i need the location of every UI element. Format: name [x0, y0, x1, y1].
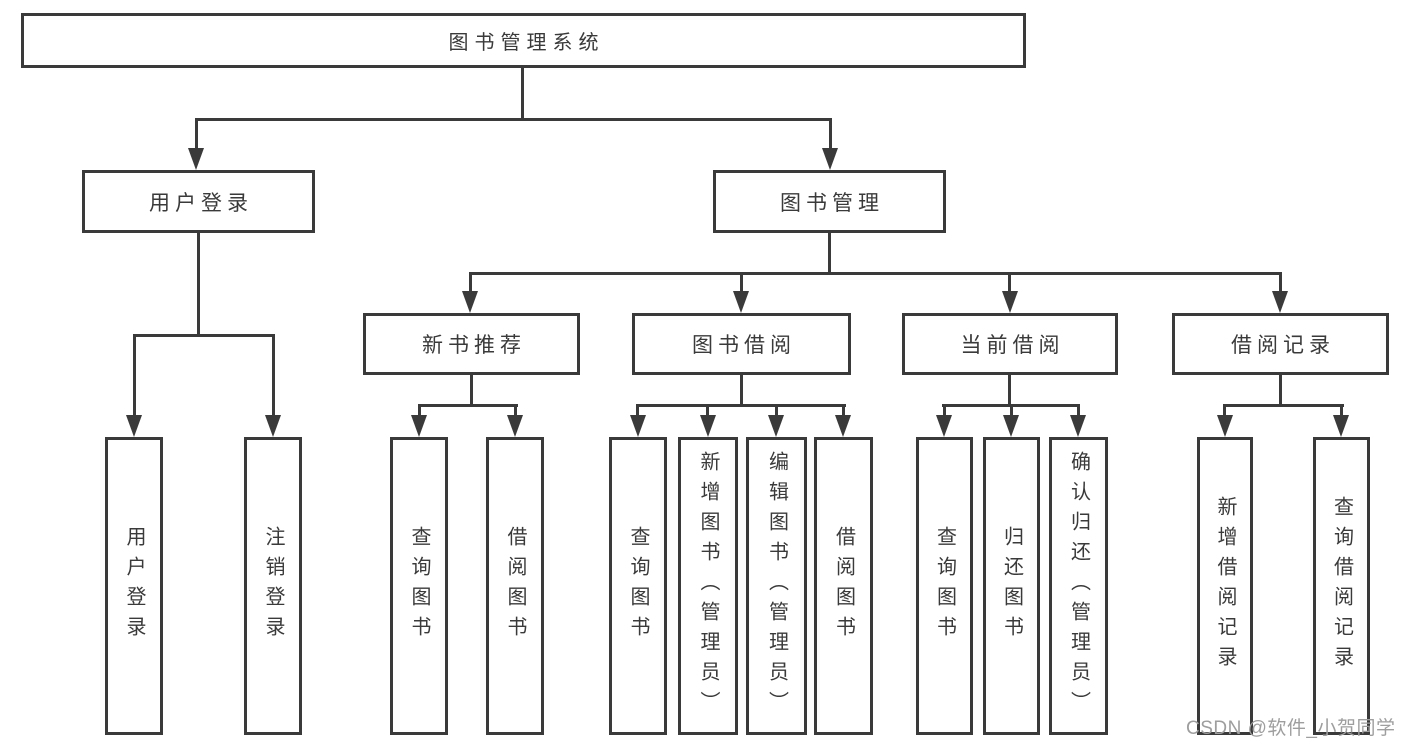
node-label: 当前借阅 [960, 334, 1065, 357]
arrow-down-icon [265, 415, 281, 437]
node-label: 用户登录 [149, 191, 253, 215]
leaf-user-login: 用户登录 [105, 437, 163, 735]
connector-line [195, 118, 198, 152]
arrow-down-icon [1003, 415, 1019, 437]
node-user-login: 用户登录 [82, 170, 315, 233]
connector-line [418, 404, 518, 407]
connector-line [943, 404, 946, 418]
connector-line [195, 118, 832, 121]
node-library-management-system: 图书管理系统 [21, 13, 1026, 68]
connector-line [1077, 404, 1080, 418]
arrow-down-icon [1002, 291, 1018, 313]
connector-line [470, 375, 473, 406]
connector-line [1340, 404, 1343, 418]
leaf-query-books-recommend: 查询图书 [390, 437, 448, 735]
leaf-borrow-books-recommend: 借阅图书 [486, 437, 544, 735]
node-label: 查询图书 [408, 526, 430, 646]
node-borrowing-records: 借阅记录 [1172, 313, 1389, 375]
arrow-down-icon [630, 415, 646, 437]
connector-line [1279, 375, 1282, 406]
csdn-watermark: CSDN @软件_小贺同学 [1186, 718, 1396, 739]
connector-line [740, 375, 743, 406]
node-new-book-recommend: 新书推荐 [363, 313, 580, 375]
node-book-borrowing: 图书借阅 [632, 313, 851, 375]
arrow-down-icon [700, 415, 716, 437]
connector-line [829, 118, 832, 152]
connector-line [1008, 272, 1011, 293]
node-label: 图书借阅 [692, 334, 796, 357]
leaf-confirm-return-admin: 确认归还（管理员） [1049, 437, 1108, 735]
connector-line [842, 404, 845, 418]
connector-line [775, 404, 778, 418]
node-label: 查询借阅记录 [1330, 496, 1353, 676]
arrow-down-icon [733, 291, 749, 313]
connector-line [636, 404, 639, 418]
leaf-query-borrow-record: 查询借阅记录 [1313, 437, 1370, 735]
leaf-edit-book-admin: 编辑图书（管理员） [746, 437, 807, 735]
node-label: 注销登录 [262, 526, 284, 646]
connector-line [272, 334, 275, 417]
connector-line [521, 66, 524, 121]
node-label: 用户登录 [123, 526, 145, 646]
arrow-down-icon [1217, 415, 1233, 437]
arrow-down-icon [411, 415, 427, 437]
arrow-down-icon [768, 415, 784, 437]
connector-line [133, 334, 275, 337]
arrow-down-icon [507, 415, 523, 437]
arrow-down-icon [1070, 415, 1086, 437]
leaf-query-books-borrowing: 查询图书 [609, 437, 667, 735]
connector-line [418, 404, 421, 418]
leaf-borrow-books-borrowing: 借阅图书 [814, 437, 873, 735]
node-label: 借阅图书 [504, 526, 526, 646]
connector-line [197, 233, 200, 336]
arrow-down-icon [835, 415, 851, 437]
connector-line [1223, 404, 1344, 407]
arrow-down-icon [1333, 415, 1349, 437]
connector-line [1008, 375, 1011, 406]
connector-line [636, 404, 846, 407]
leaf-add-borrow-record: 新增借阅记录 [1197, 437, 1253, 735]
connector-line [469, 272, 1282, 275]
node-current-borrowing: 当前借阅 [902, 313, 1118, 375]
node-label: 新书推荐 [422, 334, 526, 357]
connector-line [1223, 404, 1226, 418]
connector-line [514, 404, 517, 418]
connector-line [828, 233, 831, 274]
node-label: 查询图书 [627, 526, 649, 646]
node-label: 编辑图书（管理员） [765, 451, 788, 721]
leaf-query-books-current: 查询图书 [916, 437, 973, 735]
node-label: 查询图书 [933, 526, 956, 646]
arrow-down-icon [1272, 291, 1288, 313]
node-label: 借阅记录 [1231, 334, 1335, 357]
connector-line [706, 404, 709, 418]
connector-line [740, 272, 743, 293]
node-book-management: 图书管理 [713, 170, 946, 233]
leaf-logout: 注销登录 [244, 437, 302, 735]
arrow-down-icon [462, 291, 478, 313]
connector-line [1279, 272, 1282, 293]
node-label: 图书管理系统 [448, 32, 605, 54]
arrow-down-icon [188, 148, 204, 170]
arrow-down-icon [936, 415, 952, 437]
node-label: 图书管理 [780, 191, 884, 215]
leaf-return-book: 归还图书 [983, 437, 1040, 735]
arrow-down-icon [126, 415, 142, 437]
node-label: 归还图书 [1000, 526, 1023, 646]
node-label: 新增图书（管理员） [697, 451, 719, 721]
connector-line [133, 334, 136, 417]
node-label: 新增借阅记录 [1214, 496, 1236, 676]
leaf-add-book-admin: 新增图书（管理员） [678, 437, 738, 735]
node-label: 借阅图书 [832, 526, 855, 646]
connector-line [1010, 404, 1013, 418]
connector-line [469, 272, 472, 293]
arrow-down-icon [822, 148, 838, 170]
node-label: 确认归还（管理员） [1067, 451, 1090, 721]
